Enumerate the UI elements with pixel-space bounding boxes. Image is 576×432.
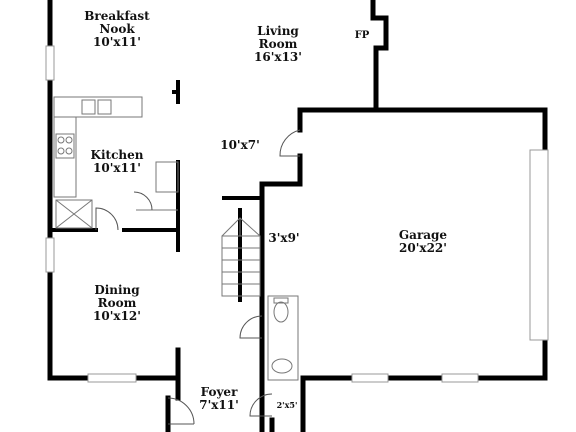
window-left-lower bbox=[45, 237, 55, 273]
label-foyer-size: 7'x11' bbox=[199, 398, 239, 412]
window-left-upper bbox=[45, 45, 55, 81]
label-fireplace: FP bbox=[355, 30, 370, 41]
fireplace-bump bbox=[370, 0, 389, 113]
stair-run bbox=[221, 235, 261, 297]
label-breakfast-nook-line2: Nook bbox=[99, 22, 135, 36]
stairs bbox=[221, 217, 261, 297]
door-pantry-swing bbox=[133, 191, 153, 211]
door-kitchen-swing bbox=[95, 207, 119, 231]
label-breakfast-nook-line1: Breakfast bbox=[84, 9, 150, 23]
kitchen-counter-top bbox=[53, 96, 143, 118]
label-dining-room-line1: Dining bbox=[94, 283, 140, 297]
interior-walls bbox=[48, 80, 264, 364]
label-garage: Garage bbox=[399, 228, 448, 242]
label-breakfast-nook-size: 10'x11' bbox=[93, 35, 141, 49]
doors bbox=[95, 129, 301, 425]
door-closet bbox=[249, 393, 273, 417]
door-stair-closet bbox=[239, 315, 263, 339]
label-living-room-line2: Room bbox=[259, 37, 298, 51]
window-garage-bottom-a bbox=[351, 373, 389, 383]
window-garage-bottom-b bbox=[441, 373, 479, 383]
door-front bbox=[167, 397, 195, 425]
bath-fixtures bbox=[267, 295, 299, 381]
bath-sink bbox=[271, 358, 293, 374]
door-hall-garage bbox=[279, 129, 301, 157]
label-garage-size: 20'x22' bbox=[399, 241, 447, 255]
garage-door bbox=[529, 149, 549, 341]
label-stair-hall-size: 3'x9' bbox=[268, 231, 299, 245]
label-hall-size: 10'x7' bbox=[220, 138, 260, 152]
stove-burner bbox=[65, 136, 73, 144]
label-kitchen: Kitchen bbox=[91, 148, 144, 162]
fridge-x bbox=[55, 199, 93, 229]
kitchen-sink-a bbox=[81, 99, 96, 115]
toilet-tank bbox=[273, 297, 289, 304]
kitchen-fridge bbox=[55, 199, 93, 229]
label-kitchen-size: 10'x11' bbox=[93, 161, 141, 175]
windows bbox=[45, 45, 549, 383]
stove-burner bbox=[57, 136, 65, 144]
pantry-box bbox=[155, 161, 179, 193]
label-foyer: Foyer bbox=[201, 385, 238, 399]
room-labels: Breakfast Nook 10'x11' Living Room 16'x1… bbox=[84, 9, 447, 412]
stove-burner bbox=[65, 147, 73, 155]
exterior-walls bbox=[47, 0, 548, 432]
kitchen-sink-b bbox=[97, 99, 112, 115]
toilet-bowl bbox=[273, 301, 289, 323]
label-dining-room-line2: Room bbox=[98, 296, 137, 310]
label-closet-size: 2'x5' bbox=[277, 400, 298, 410]
label-dining-room-size: 10'x12' bbox=[93, 309, 141, 323]
label-living-room-line1: Living bbox=[257, 24, 299, 38]
powder-room-box bbox=[267, 295, 299, 381]
label-living-room-size: 16'x13' bbox=[254, 50, 302, 64]
kitchen-counter-left bbox=[53, 116, 77, 198]
kitchen-fixtures bbox=[53, 96, 179, 229]
kitchen-stove bbox=[55, 133, 75, 159]
window-dining-bottom bbox=[87, 373, 137, 383]
stove-burner bbox=[57, 147, 65, 155]
